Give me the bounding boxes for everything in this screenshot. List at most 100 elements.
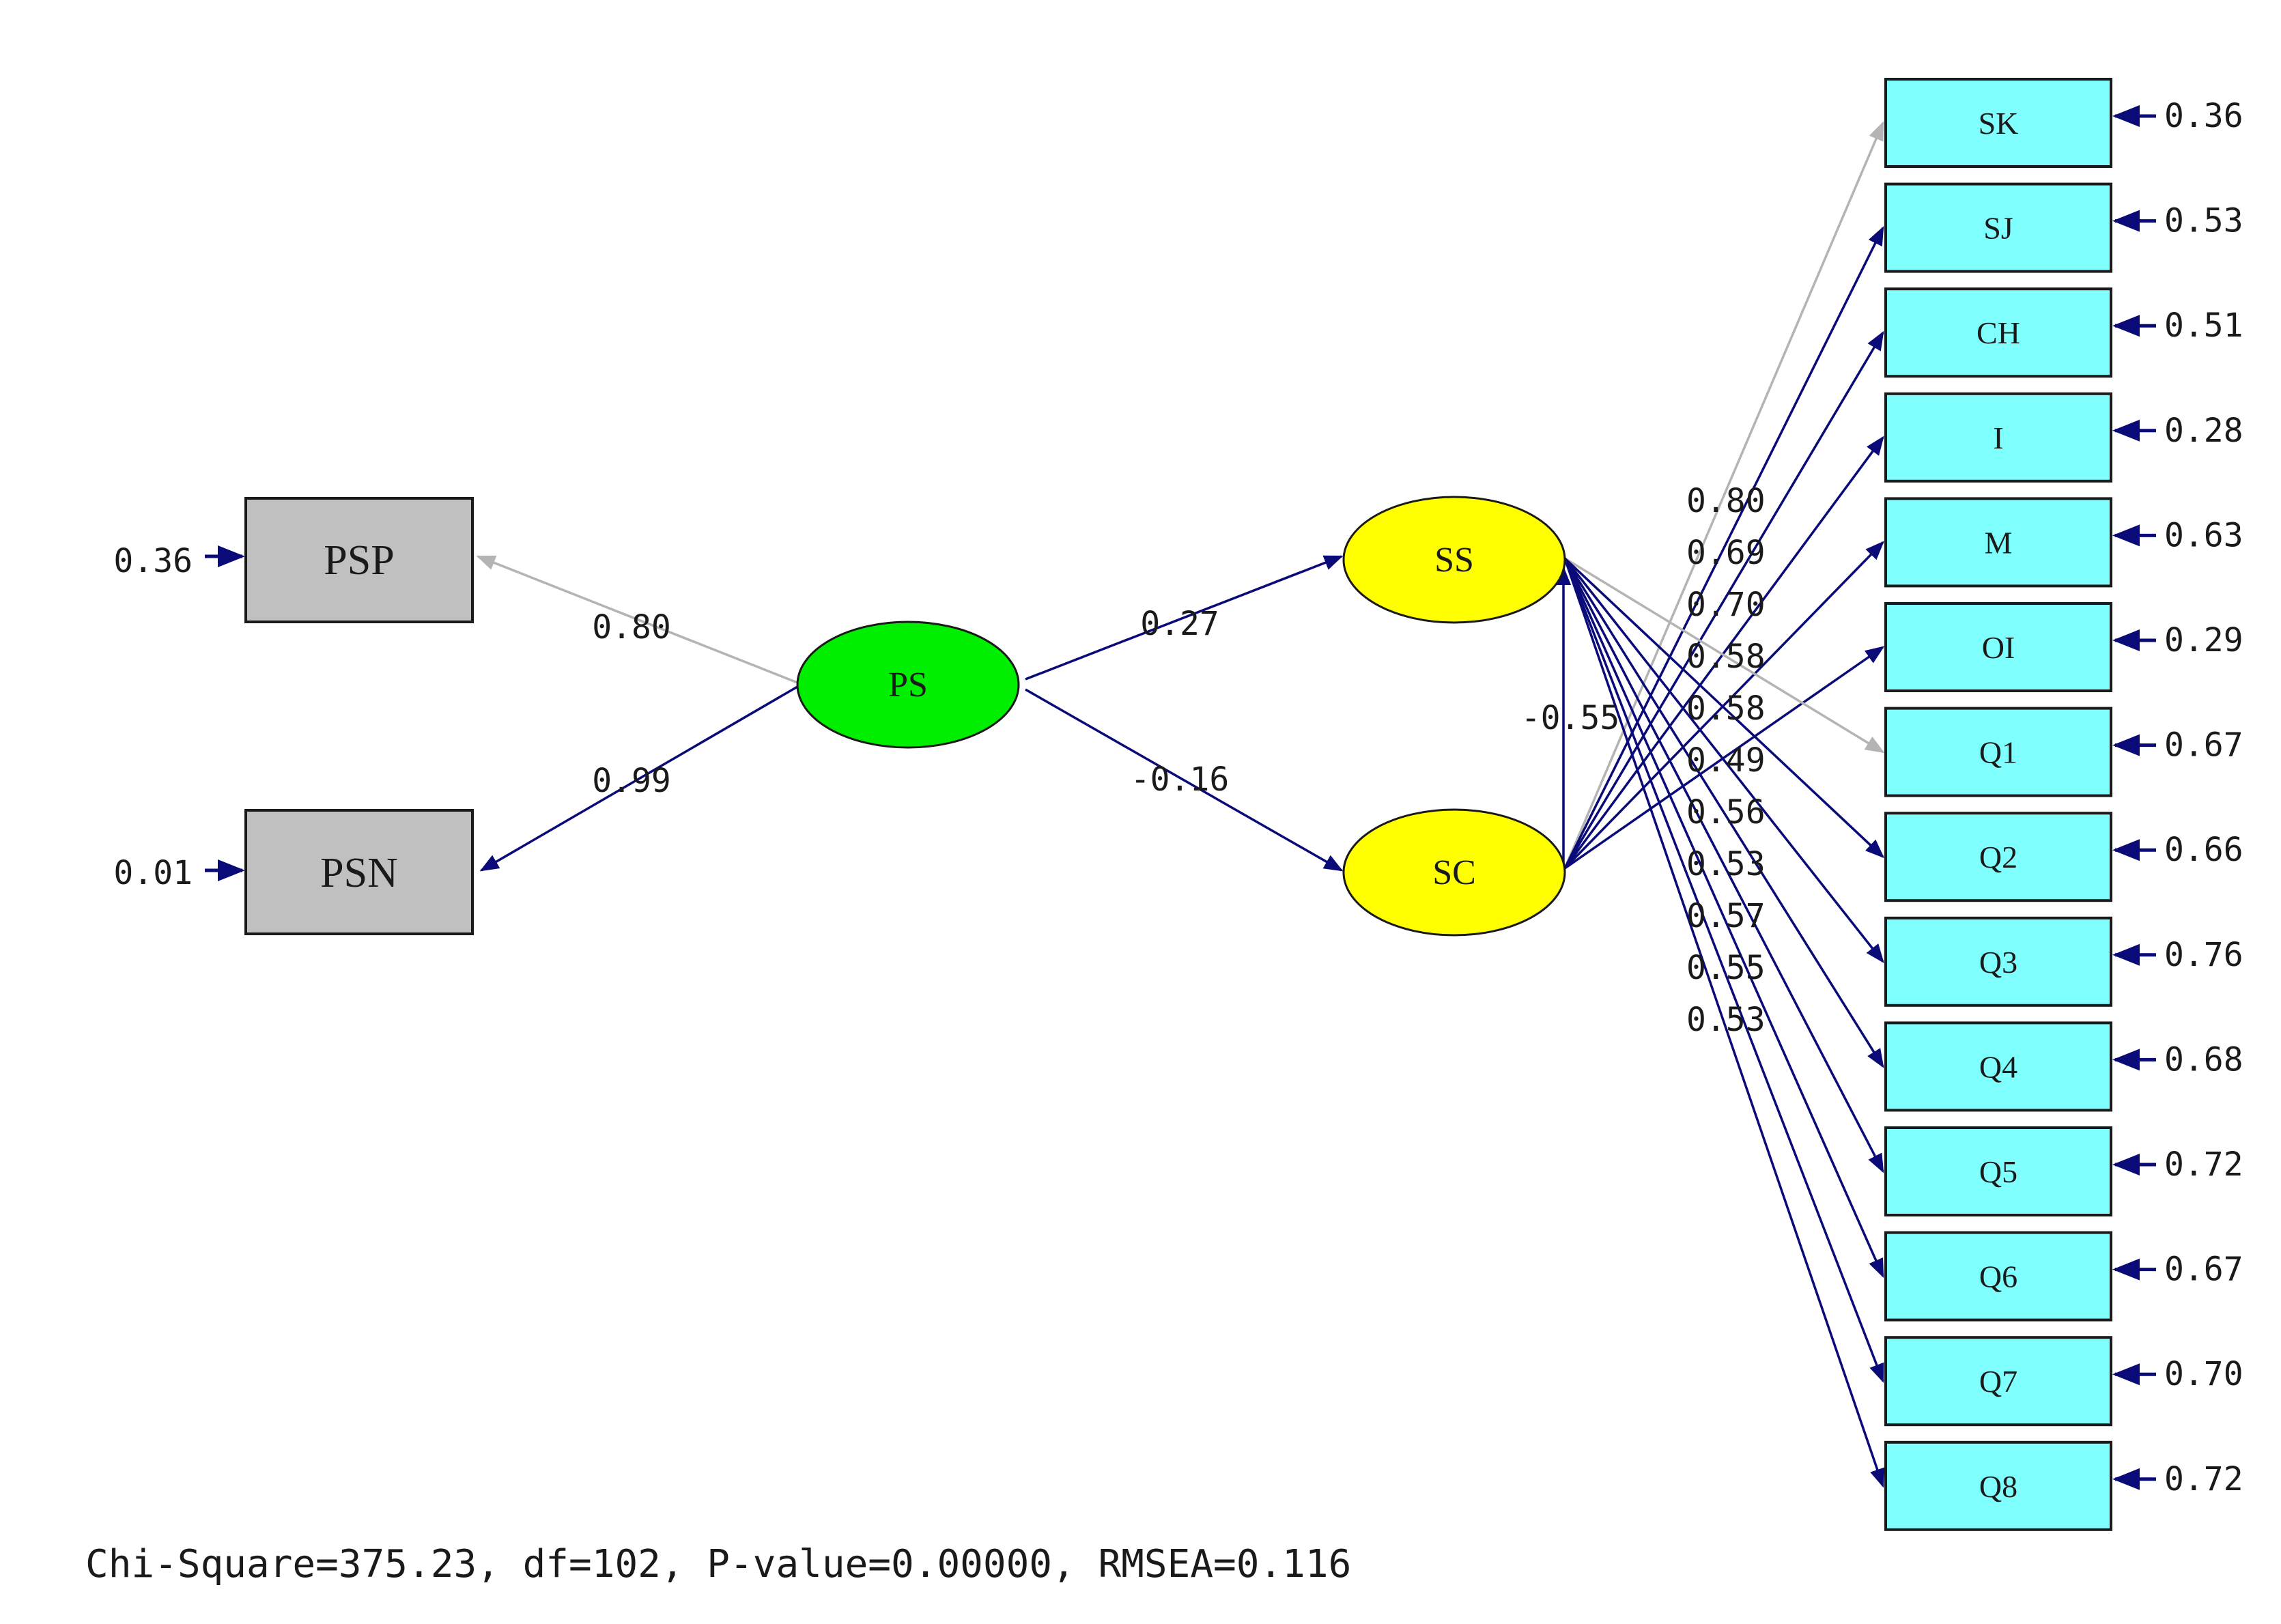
- indicator-q6-label: Q6: [1979, 1259, 2017, 1294]
- coefficient-labels: 0.800.690.700.580.580.490.560.530.570.55…: [1686, 482, 1766, 1039]
- indicator-m: M: [1884, 497, 2112, 588]
- loading-label: 0.57: [1686, 897, 1766, 935]
- indicator-q1: Q1: [1884, 707, 2112, 797]
- indicator-q7-label: Q7: [1979, 1364, 2017, 1399]
- indicator-q8-label: Q8: [1979, 1469, 2017, 1504]
- indicator-box: [1884, 1021, 2112, 1112]
- indicator-q3: Q3: [1884, 916, 2112, 1007]
- path-ss-q1: [1564, 557, 1885, 754]
- loading-label: 0.58: [1686, 638, 1766, 676]
- indicator-q4: Q4: [1884, 1021, 2112, 1112]
- indicator-oi: OI: [1884, 602, 2112, 692]
- indicator-sk: SK: [1884, 78, 2112, 168]
- error-psp: 0.36: [113, 542, 193, 580]
- indicator-box: [1884, 392, 2112, 483]
- indicator-q4-label: Q4: [1979, 1049, 2017, 1084]
- path-ps-psn: [479, 685, 798, 872]
- path-sc-sk: [1563, 121, 1884, 869]
- latent-ss-label: SS: [1434, 541, 1474, 580]
- path-sc-i: [1563, 436, 1884, 870]
- indicator-i: I: [1884, 392, 2112, 483]
- coef-ps-ss: 0.27: [1140, 605, 1219, 643]
- error-sj: 0.53: [2164, 202, 2243, 240]
- path-ps-ss: [1025, 555, 1344, 681]
- paths-layer: [476, 121, 1885, 1488]
- indicator-box: [1884, 1126, 2112, 1216]
- indicator-box: [1884, 182, 2112, 273]
- indicator-oi-label: OI: [1982, 630, 2015, 665]
- error-q4: 0.68: [2164, 1040, 2243, 1079]
- indicator-i-label: I: [1993, 421, 2003, 455]
- latent-sc: SC: [1342, 808, 1566, 937]
- path-sc-oi: [1564, 646, 1885, 870]
- indicator-ch-label: CH: [1977, 315, 2020, 350]
- indicator-psn-label: PSN: [320, 850, 398, 896]
- loading-psp: 0.80: [592, 608, 671, 646]
- indicator-q5-label: Q5: [1979, 1154, 2017, 1189]
- indicator-box: [1884, 707, 2112, 797]
- path-ps-psp: [476, 555, 798, 684]
- indicator-sk-label: SK: [1979, 106, 2019, 141]
- error-terms-layer: 0.360.530.510.280.630.290.670.660.760.68…: [205, 97, 2243, 1498]
- indicator-m-label: M: [1985, 525, 2013, 560]
- error-q1: 0.67: [2164, 726, 2243, 765]
- latent-ss: SS: [1342, 496, 1566, 624]
- indicator-box: [1884, 812, 2112, 902]
- path-sc-ch: [1563, 330, 1884, 869]
- indicator-q5: Q5: [1884, 1126, 2112, 1216]
- error-q6: 0.67: [2164, 1251, 2243, 1289]
- loading-label: 0.49: [1686, 741, 1766, 780]
- path-ss-q3: [1563, 557, 1884, 963]
- coef-ps-sc: -0.16: [1131, 760, 1230, 799]
- path-ss-q8: [1563, 558, 1885, 1488]
- loading-label: 0.53: [1686, 845, 1766, 883]
- path-ss-q2: [1563, 557, 1885, 859]
- path-ps-sc: [1025, 688, 1344, 872]
- indicator-q7: Q7: [1884, 1336, 2112, 1427]
- indicator-q3-label: Q3: [1979, 945, 2017, 980]
- indicator-q2: Q2: [1884, 812, 2112, 902]
- loading-label: 0.58: [1686, 689, 1766, 728]
- loading-label: 0.70: [1686, 586, 1766, 624]
- indicator-box: [1884, 1440, 2112, 1531]
- loading-label: 0.53: [1686, 1001, 1766, 1039]
- fit-statistics: Chi-Square=375.23, df=102, P-value=0.000…: [85, 1542, 1351, 1586]
- loading-label: 0.80: [1686, 482, 1766, 520]
- indicator-q6: Q6: [1884, 1231, 2112, 1322]
- error-m: 0.63: [2164, 516, 2243, 554]
- error-ch: 0.51: [2164, 307, 2243, 345]
- indicator-box: [1884, 497, 2112, 588]
- indicator-psn: PSN: [244, 809, 474, 935]
- error-sk: 0.36: [2164, 97, 2243, 135]
- error-q8: 0.72: [2164, 1460, 2243, 1498]
- loading-psn: 0.99: [592, 762, 671, 800]
- path-sc-sj: [1563, 226, 1884, 869]
- indicator-psp-label: PSP: [324, 537, 394, 584]
- loading-label: 0.55: [1686, 949, 1766, 987]
- error-q5: 0.72: [2164, 1145, 2243, 1184]
- indicator-box: [1884, 287, 2112, 378]
- path-ss-q6: [1563, 558, 1884, 1279]
- latent-sc-label: SC: [1432, 853, 1476, 892]
- indicator-ch: CH: [1884, 287, 2112, 378]
- latent-ps-label: PS: [888, 666, 928, 704]
- indicator-box: [1884, 602, 2112, 692]
- indicator-q2-label: Q2: [1979, 840, 2017, 874]
- indicator-sj: SJ: [1884, 182, 2112, 273]
- indicator-box: [1884, 916, 2112, 1007]
- indicator-q8: Q8: [1884, 1440, 2112, 1531]
- indicator-box: [1884, 1336, 2112, 1427]
- indicator-sj-label: SJ: [1983, 211, 2013, 246]
- latent-ps: PS: [796, 621, 1020, 749]
- path-ss-q7: [1563, 558, 1884, 1383]
- error-i: 0.28: [2164, 412, 2243, 450]
- error-q7: 0.70: [2164, 1355, 2243, 1393]
- error-oi: 0.29: [2164, 621, 2243, 659]
- path-ss-q5: [1563, 558, 1884, 1173]
- loading-label: 0.69: [1686, 534, 1766, 572]
- error-q2: 0.66: [2164, 831, 2243, 869]
- path-ss-q4: [1563, 558, 1884, 1068]
- indicator-q1-label: Q1: [1979, 735, 2017, 770]
